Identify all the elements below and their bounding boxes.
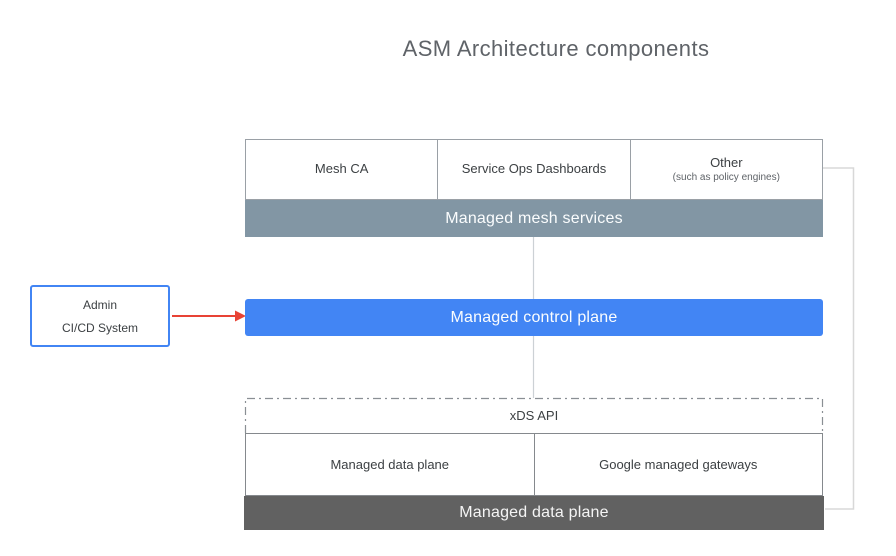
managed-mesh-services-bar-label: Managed mesh services xyxy=(445,209,623,227)
admin-cicd-box: Admin CI/CD System xyxy=(30,285,170,347)
cicd-system-label: CI/CD System xyxy=(61,320,138,335)
managed-data-plane-box-label: Managed data plane xyxy=(330,457,450,472)
other-box: Other (such as policy engines) xyxy=(629,140,822,199)
data-plane-boxes: Managed data plane Google managed gatewa… xyxy=(245,433,823,496)
managed-mesh-services-bar: Managed mesh services xyxy=(245,200,823,237)
managed-data-plane-bar: Managed data plane xyxy=(244,496,824,530)
service-ops-dashboards-label: Service Ops Dashboards xyxy=(461,161,607,177)
managed-data-plane-box: Managed data plane xyxy=(246,434,534,495)
xds-api-strip: xDS API xyxy=(245,398,823,433)
managed-control-plane-bar: Managed control plane xyxy=(245,299,823,336)
google-managed-gateways-label: Google managed gateways xyxy=(599,457,758,472)
managed-control-plane-bar-label: Managed control plane xyxy=(450,308,618,326)
other-label: Other xyxy=(710,154,743,170)
other-sublabel: (such as policy engines) xyxy=(672,171,780,183)
admin-label: Admin xyxy=(82,297,117,312)
mesh-ca-label: Mesh CA xyxy=(314,161,369,177)
managed-mesh-services-boxes: Mesh CA Service Ops Dashboards Other (su… xyxy=(245,139,823,200)
google-managed-gateways-box: Google managed gateways xyxy=(533,434,823,495)
mesh-ca-box: Mesh CA xyxy=(246,140,437,199)
diagram-title: ASM Architecture components xyxy=(402,36,710,61)
managed-data-plane-bar-label: Managed data plane xyxy=(459,504,609,521)
xds-api-label: xDS API xyxy=(509,408,559,423)
service-ops-dashboards-box: Service Ops Dashboards xyxy=(437,140,629,199)
admin-arrow-head xyxy=(235,310,246,322)
other-to-dataplane-connector xyxy=(823,167,855,510)
